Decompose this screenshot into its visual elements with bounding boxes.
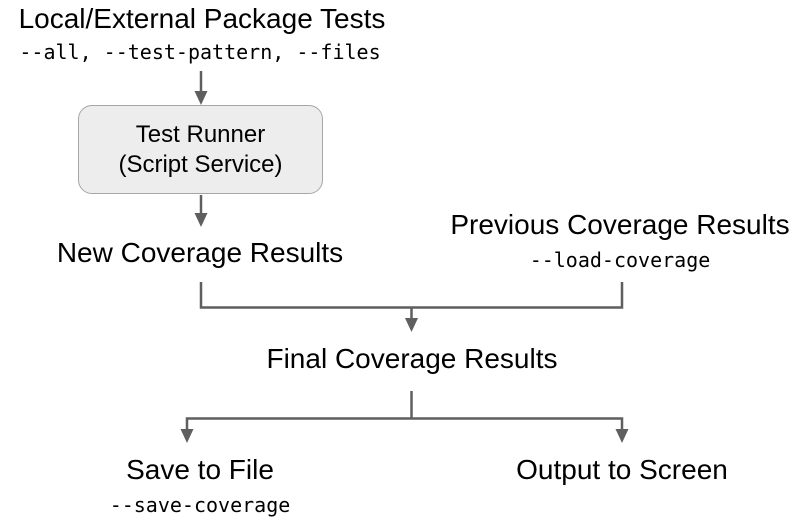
edge-runner-to-new-coverage	[194, 195, 208, 227]
save-coverage-flag: --save-coverage	[109, 493, 291, 517]
output-to-screen-label: Output to Screen	[516, 454, 728, 485]
test-runner-label: Test Runner	[135, 120, 266, 148]
package-tests-flags: --all, --test-pattern, --files	[19, 40, 381, 64]
edge-runner-to-new-coverage-arrowhead	[194, 213, 208, 227]
edge-split-right-arrowhead	[615, 429, 629, 443]
test-runner-sublabel: (Script Service)	[118, 150, 283, 178]
edge-merge-arrowhead	[405, 318, 418, 332]
test-runner-box: Test Runner (Script Service)	[78, 105, 323, 194]
package-tests-label: Local/External Package Tests	[18, 3, 386, 34]
new-coverage-label: New Coverage Results	[56, 237, 344, 268]
previous-coverage-label: Previous Coverage Results	[450, 209, 790, 240]
edge-tests-to-runner	[194, 71, 208, 105]
edge-tests-to-runner-arrowhead	[194, 91, 208, 105]
edge-split-bracket	[185, 417, 624, 429]
edge-split-left-arrowhead	[180, 429, 194, 443]
final-coverage-label: Final Coverage Results	[266, 343, 558, 374]
edge-final-split	[180, 391, 629, 443]
load-coverage-flag: --load-coverage	[529, 248, 711, 272]
edge-merge-bracket	[199, 282, 624, 309]
save-to-file-label: Save to File	[126, 454, 274, 485]
edge-merge-to-final	[199, 282, 624, 332]
